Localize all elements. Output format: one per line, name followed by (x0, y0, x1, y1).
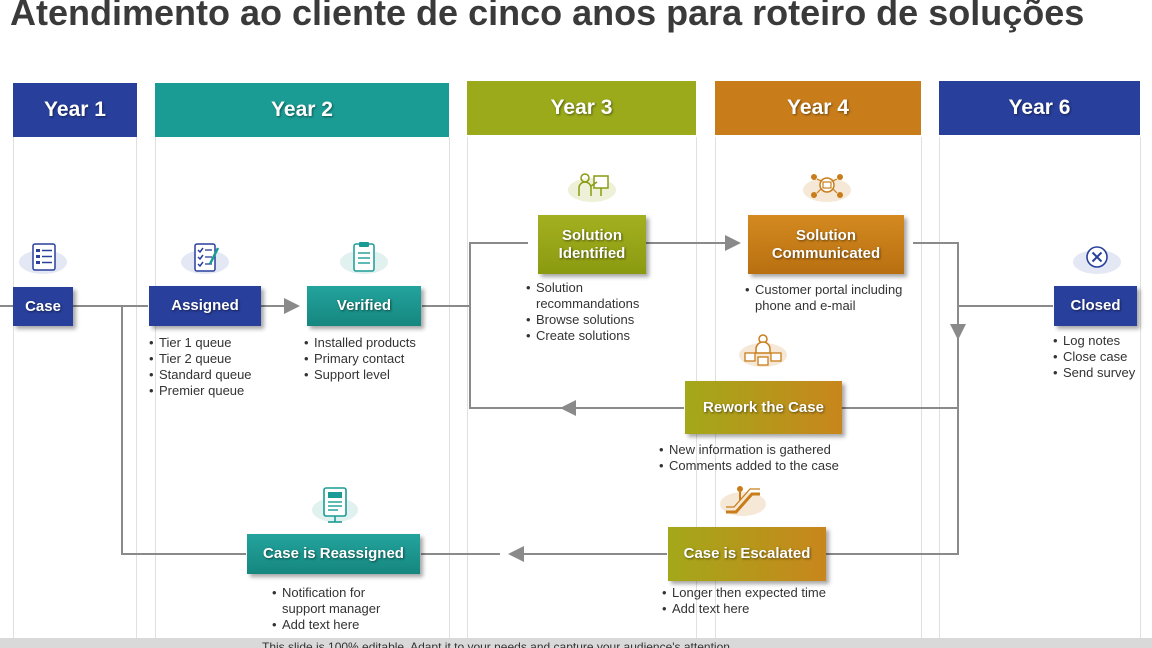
assigned-bullets: Tier 1 queue Tier 2 queue Standard queue… (149, 335, 252, 399)
network-icon (802, 168, 852, 204)
closed-bullets: Log notes Close case Send survey (1053, 333, 1135, 381)
column-year-6 (939, 137, 1141, 638)
list-item-continued: support manager (282, 601, 381, 616)
footer-bar: This slide is 100% editable. Adapt it to… (0, 638, 1152, 648)
solution-communicated-bullets: Customer portal including phone and e-ma… (745, 282, 902, 314)
list-item: New information is gathered (659, 442, 839, 458)
solution-communicated-box: Solution Communicated (748, 215, 904, 274)
year-header-1: Year 1 (13, 83, 137, 137)
assigned-box: Assigned (149, 286, 261, 326)
verified-bullets: Installed products Primary contact Suppo… (304, 335, 416, 383)
connector-reassigned-back (121, 306, 246, 555)
list-item: Tier 1 queue (149, 335, 252, 351)
year-header-3: Year 3 (467, 81, 696, 135)
year-header-4: Year 4 (715, 81, 921, 135)
closed-box: Closed (1054, 286, 1137, 326)
rework-bullets: New information is gathered Comments add… (659, 442, 839, 474)
list-item: Primary contact (304, 351, 416, 367)
escalated-bullets: Longer then expected time Add text here (662, 585, 826, 617)
list-item-continued: phone and e-mail (755, 298, 856, 313)
list-item: Tier 2 queue (149, 351, 252, 367)
list-item: Send survey (1053, 365, 1135, 381)
list-item: Support level (304, 367, 416, 383)
connector-rework-loop (469, 306, 562, 409)
list-item: Longer then expected time (662, 585, 826, 601)
solution-identified-box: Solution Identified (538, 215, 646, 274)
list-item: Close case (1053, 349, 1135, 365)
list-item: Customer portal including (745, 282, 902, 298)
checklist-icon (180, 240, 230, 276)
close-circle-icon (1072, 240, 1122, 276)
list-item: Installed products (304, 335, 416, 351)
reassigned-bullets: Notification for support manager Add tex… (272, 585, 380, 633)
escalator-icon (718, 480, 768, 518)
list-item: Premier queue (149, 383, 252, 399)
list-item: Notification for (272, 585, 380, 601)
case-box: Case (13, 287, 73, 326)
verified-box: Verified (307, 286, 421, 326)
document-icon (310, 484, 360, 524)
list-item: Comments added to the case (659, 458, 839, 474)
list-item-continued: recommandations (536, 296, 640, 311)
escalated-box: Case is Escalated (668, 527, 826, 581)
year-header-6: Year 6 (939, 81, 1140, 135)
connector-escalate-line (826, 306, 959, 555)
reassigned-box: Case is Reassigned (247, 534, 420, 574)
list-item: Create solutions (526, 328, 639, 344)
page-title: Atendimento ao cliente de cinco anos par… (10, 0, 1085, 33)
solution-identified-line2: Identified (558, 244, 626, 262)
solution-identified-bullets: Solution recommandations Browse solution… (526, 280, 639, 344)
list-item: Solution (526, 280, 639, 296)
solution-communicated-line2: Communicated (771, 244, 881, 262)
presenter-icon (567, 168, 617, 204)
arrow-communicated-down (913, 242, 966, 340)
rework-box: Rework the Case (685, 381, 842, 434)
list-item: Add text here (662, 601, 826, 617)
clipboard-icon (339, 240, 389, 276)
connector-verified-solution (422, 242, 528, 307)
list-item: Standard queue (149, 367, 252, 383)
list-icon (18, 240, 68, 276)
footer-text: This slide is 100% editable. Adapt it to… (262, 640, 734, 648)
column-year-1 (13, 137, 137, 638)
list-item: Add text here (272, 617, 380, 633)
year-header-2: Year 2 (155, 83, 449, 137)
solution-identified-line1: Solution (562, 226, 622, 244)
solution-communicated-line1: Solution (796, 226, 856, 244)
team-icon (737, 331, 789, 369)
list-item: Browse solutions (526, 312, 639, 328)
list-item: Log notes (1053, 333, 1135, 349)
